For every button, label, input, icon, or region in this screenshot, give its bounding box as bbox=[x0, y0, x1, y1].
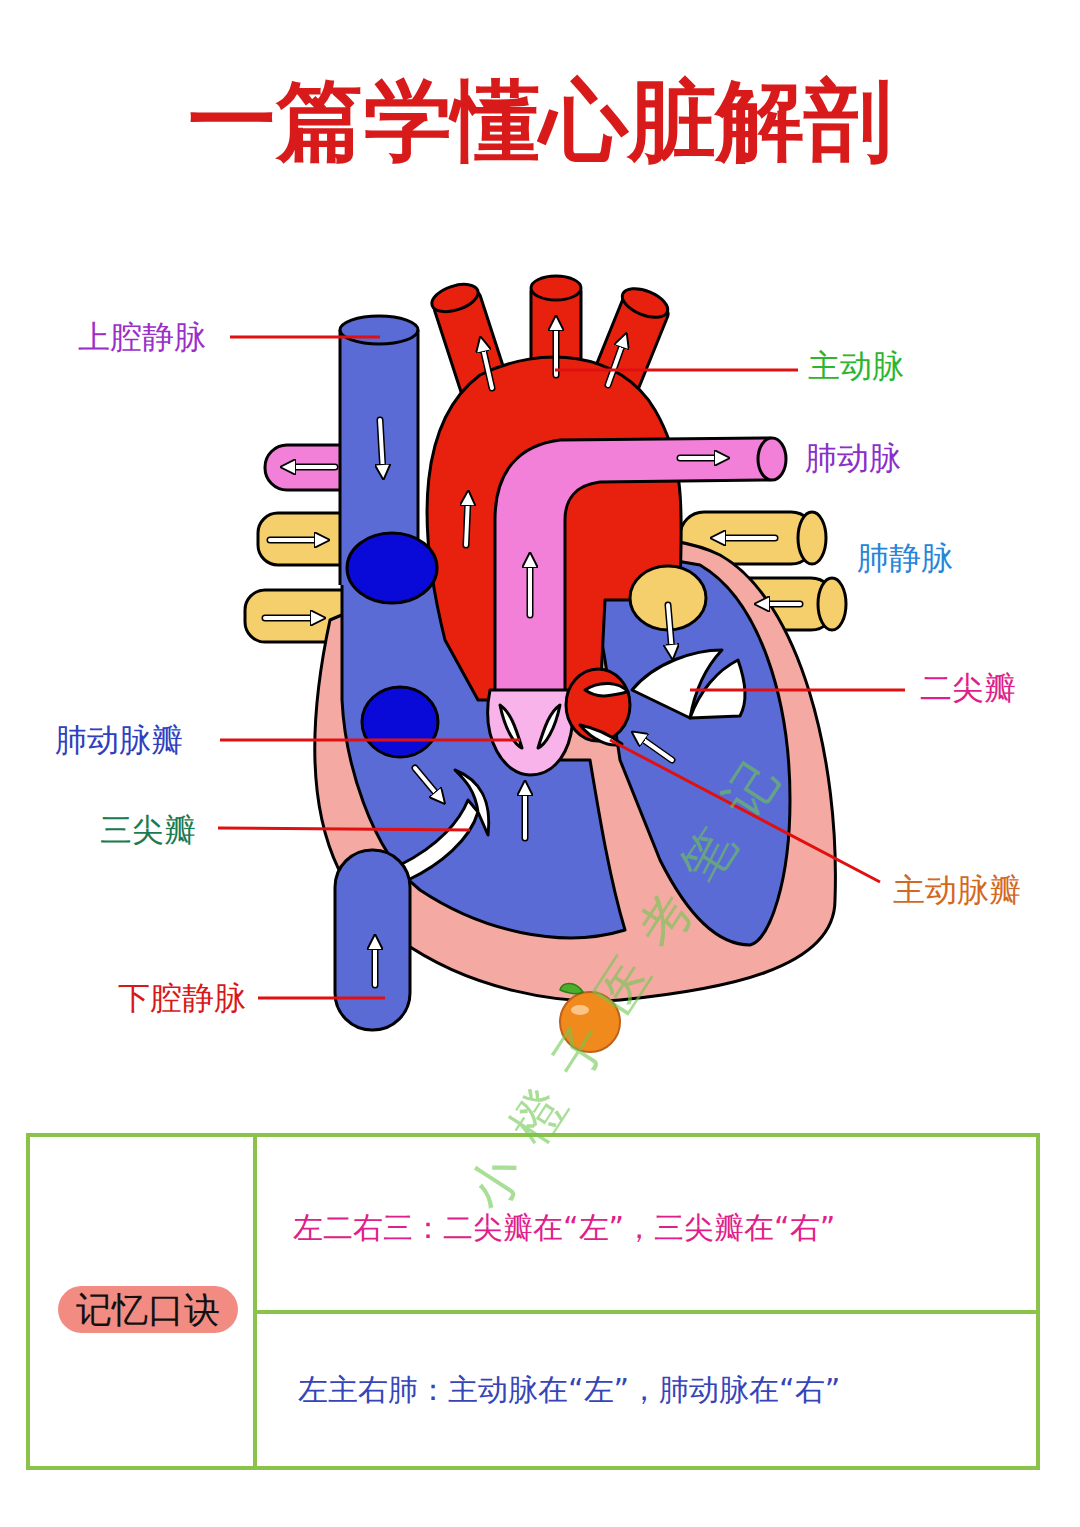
structure-label: 二尖瓣 bbox=[920, 669, 1016, 707]
structure-label: 下腔静脉 bbox=[118, 979, 246, 1017]
structure-label: 肺动脉 bbox=[805, 439, 901, 477]
structure-label: 肺静脉 bbox=[857, 539, 953, 577]
node-text: 记忆口诀 bbox=[58, 1286, 238, 1333]
table-cell: 左二右三：二尖瓣在“左”，三尖瓣在“右” bbox=[293, 1210, 835, 1246]
leader-lines bbox=[218, 337, 905, 998]
page-title: 一篇学懂心脏解剖 bbox=[0, 68, 1080, 174]
mnemonic-table bbox=[28, 1135, 1038, 1468]
structure-label: 三尖瓣 bbox=[100, 811, 196, 849]
structure-label: 主动脉瓣 bbox=[893, 871, 1021, 909]
mnemonic-pill: 记忆口诀 bbox=[58, 1286, 238, 1333]
structure-label: 肺动脉瓣 bbox=[55, 721, 183, 759]
table-cell: 左主右肺：主动脉在“左”，肺动脉在“右” bbox=[298, 1372, 840, 1408]
structure-label: 上腔静脉 bbox=[78, 318, 206, 356]
structure-label: 主动脉 bbox=[808, 347, 904, 385]
